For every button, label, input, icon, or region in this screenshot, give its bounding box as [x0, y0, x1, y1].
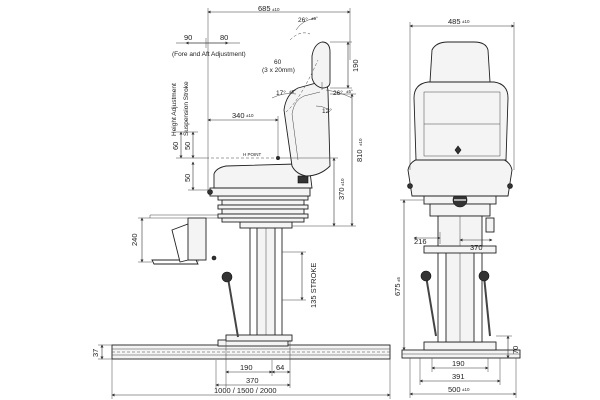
dim-675: 675: [393, 283, 402, 296]
front-seat-cushion: [407, 157, 513, 197]
rail-lengths: 1000 / 1500 / 2000: [214, 386, 277, 395]
backrest: [283, 81, 331, 177]
angle-26-top: 26°: [298, 16, 308, 24]
dim-64: 64: [276, 363, 284, 372]
dim-500-tol: ±10: [462, 387, 470, 392]
dim-fore-aft-80: 80: [220, 33, 228, 42]
headrest: [311, 41, 331, 90]
dim-370-front: 370: [470, 243, 483, 252]
front-view: 485 ±10 216 370 675 ±5 70 190 391 500 ±1…: [393, 17, 521, 398]
backrest-step-detail: (3 x 20mm): [262, 67, 295, 74]
dim-810-tol: ±10: [358, 138, 363, 146]
angle-12: 12°: [322, 107, 332, 115]
control-lever: [221, 271, 239, 338]
dim-370-side: 370: [246, 376, 259, 385]
dim-810: 810: [355, 149, 364, 162]
h-point-label: H POINT: [243, 152, 262, 157]
dim-340: 340: [232, 111, 245, 120]
dim-500: 500: [448, 385, 461, 394]
angle-17: 17°: [276, 89, 286, 97]
front-headrest: [429, 41, 491, 83]
dim-190-front: 190: [452, 359, 465, 368]
front-column: [423, 245, 497, 343]
angle-26-recline: 26°: [333, 89, 343, 97]
suspension-bellows: [217, 195, 309, 223]
footrest: [149, 214, 240, 265]
dim-190-side: 190: [240, 363, 253, 372]
dim-headrest-190: 190: [351, 59, 360, 72]
dim-685-tol: ±10: [272, 7, 280, 12]
dim-675-tol: ±5: [396, 277, 401, 282]
front-levers: [420, 270, 491, 337]
dim-370-vertical-tol: ±10: [340, 178, 345, 186]
dim-240: 240: [130, 233, 139, 246]
backrest-recline-outline: [285, 32, 319, 113]
floor-rail: [111, 339, 391, 360]
height-adjustment-label: Height Adjustment: [171, 83, 178, 136]
dim-370-vertical: 370: [337, 187, 346, 200]
dim-391: 391: [452, 372, 465, 381]
front-base: [401, 341, 521, 359]
seat-cushion: [207, 163, 313, 197]
dim-70: 70: [511, 346, 520, 354]
stroke-label: 135 STROKE: [309, 263, 318, 308]
angle-26-top-tol: ±5°: [311, 16, 318, 21]
dim-485: 485: [448, 17, 461, 26]
dim-50-lower: 50: [183, 174, 192, 182]
dim-685: 685: [258, 4, 271, 13]
dim-37: 37: [91, 349, 100, 357]
dim-50-upper: 50: [183, 142, 192, 150]
pedestal-column: [225, 221, 293, 342]
dim-340-tol: ±10: [246, 113, 254, 118]
side-view: H POINT 685 ±10 26° ±5° 90 80 (Fore and …: [91, 4, 391, 399]
angle-17-tol: ±5°: [289, 89, 296, 94]
dim-216: 216: [414, 237, 427, 246]
fore-aft-caption: (Fore and Aft Adjustment): [172, 51, 246, 58]
dim-60: 60: [171, 142, 180, 150]
angle-26-recline-tol: ±5°: [346, 89, 353, 94]
dim-fore-aft-90: 90: [184, 33, 192, 42]
suspension-stroke-label: Suspension Stroke: [183, 81, 190, 136]
front-backrest: [413, 81, 509, 161]
backrest-step-value: 60: [274, 59, 282, 66]
dim-485-tol: ±10: [462, 19, 470, 24]
